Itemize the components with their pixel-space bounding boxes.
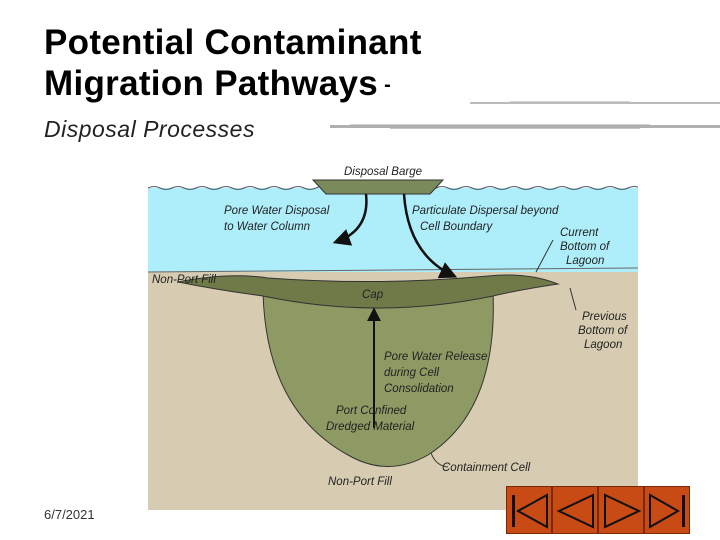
disposal-barge xyxy=(311,179,445,195)
label-pore-water-disposal-2: to Water Column xyxy=(224,221,310,233)
label-non-port-fill-top: Non-Port Fill xyxy=(152,274,216,286)
previous-slide-button[interactable] xyxy=(552,486,598,534)
first-slide-icon xyxy=(512,493,548,529)
slide-date: 6/7/2021 xyxy=(44,507,95,522)
label-pore-release-2: during Cell xyxy=(384,367,439,379)
label-containment-cell: Containment Cell xyxy=(442,462,531,474)
water-column xyxy=(148,188,638,272)
label-previous-bottom-3: Lagoon xyxy=(584,339,622,351)
label-previous-bottom-2: Bottom of xyxy=(578,325,629,337)
label-current-bottom-3: Lagoon xyxy=(566,255,604,267)
next-slide-icon xyxy=(604,493,642,529)
label-current-bottom-1: Current xyxy=(560,227,599,239)
pore-water-disposal-arrow xyxy=(332,193,368,246)
cap-layer xyxy=(177,274,560,309)
label-pore-release-1: Pore Water Release xyxy=(384,351,487,363)
current-bottom-line xyxy=(148,267,638,273)
label-non-port-fill-bottom: Non-Port Fill xyxy=(328,476,392,488)
title-line-2-text: Migration Pathways xyxy=(44,64,379,103)
migration-pathways-diagram: Disposal Barge Pore Water Disposal to Wa… xyxy=(148,166,638,510)
label-current-bottom-2: Bottom of xyxy=(560,241,611,253)
title-dash: - xyxy=(384,74,392,97)
label-particulate-1: Particulate Dispersal beyond xyxy=(412,205,559,217)
subtitle-underline-texture xyxy=(330,124,720,129)
title-line-2: Migration Pathways- xyxy=(44,63,422,106)
last-slide-button[interactable] xyxy=(644,486,690,534)
next-slide-button[interactable] xyxy=(598,486,644,534)
label-port-confined-2: Dredged Material xyxy=(326,421,415,433)
containment-cell-leader xyxy=(430,452,449,468)
previous-bottom-leader xyxy=(569,287,577,311)
label-barge: Disposal Barge xyxy=(344,166,422,178)
particulate-dispersal-arrow xyxy=(402,193,458,279)
first-slide-button[interactable] xyxy=(506,486,552,534)
label-particulate-2: Cell Boundary xyxy=(420,221,493,233)
title-line-1: Potential Contaminant xyxy=(44,23,422,62)
previous-slide-icon xyxy=(556,493,594,529)
label-previous-bottom-1: Previous xyxy=(582,311,627,323)
containment-cell xyxy=(262,291,494,467)
slide-title: Potential Contaminant Migration Pathways… xyxy=(44,22,422,106)
last-slide-icon xyxy=(649,493,685,529)
label-pore-water-disposal-1: Pore Water Disposal xyxy=(224,205,330,217)
slide-subtitle: Disposal Processes xyxy=(44,116,255,142)
label-pore-release-3: Consolidation xyxy=(384,383,454,395)
label-port-confined-1: Port Confined xyxy=(336,405,407,417)
current-bottom-leader xyxy=(535,239,554,273)
title-underline-texture xyxy=(470,101,720,104)
label-cap: Cap xyxy=(362,289,384,301)
